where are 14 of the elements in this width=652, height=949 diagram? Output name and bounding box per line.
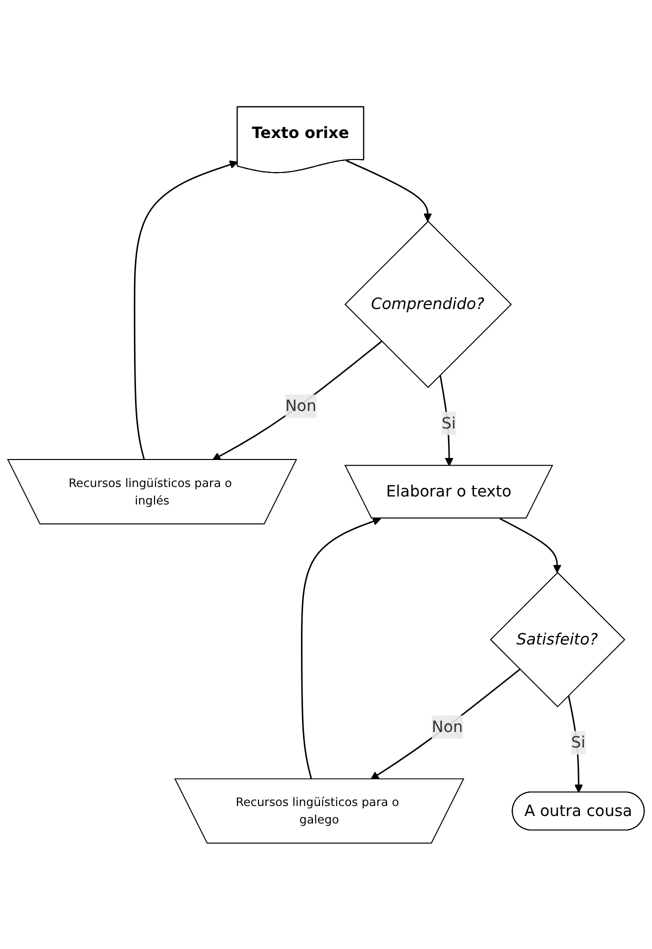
edge-label: Si [442, 413, 456, 432]
edge-label: Si [571, 732, 586, 752]
node-diamond: Satisfeito? [490, 571, 626, 707]
edge-label: Non [285, 396, 316, 415]
arrow [301, 516, 382, 779]
arrow [439, 374, 454, 466]
arrow [499, 517, 562, 573]
arrow [370, 668, 520, 780]
arrow [568, 694, 583, 792]
arrow [346, 159, 432, 222]
arrow [212, 340, 382, 460]
arrow [134, 160, 238, 460]
edge-label: Non [432, 716, 463, 736]
node-diamond: Comprendido? [344, 220, 512, 388]
